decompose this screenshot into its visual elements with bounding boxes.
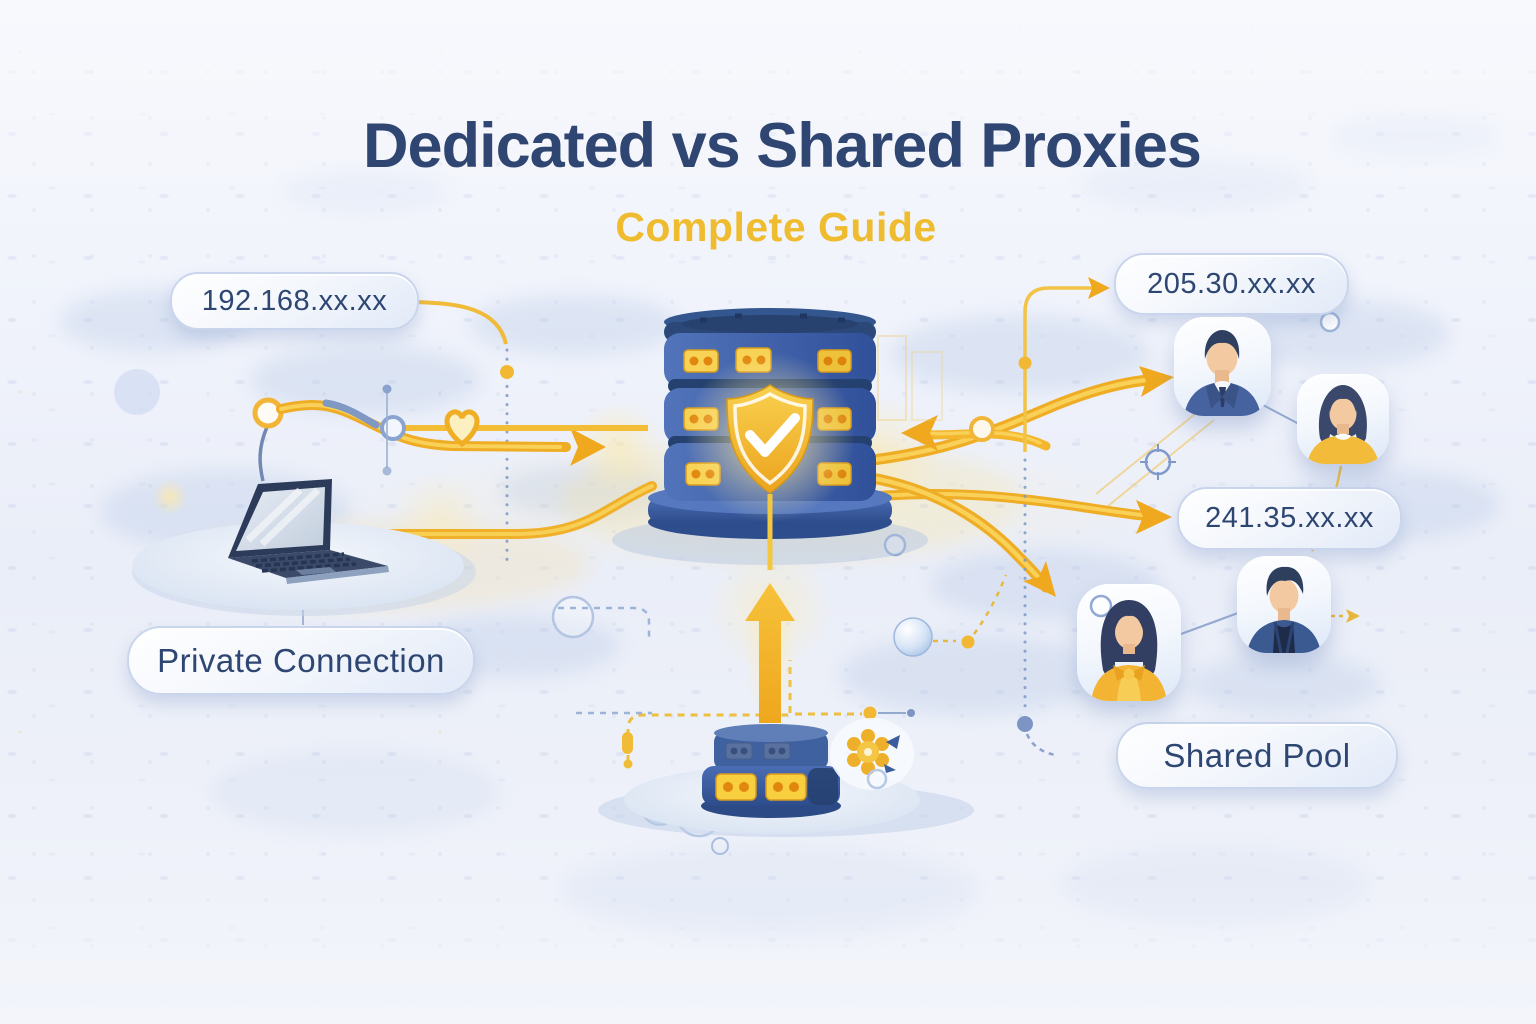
arrow-to-user-1 — [850, 366, 1174, 468]
page-title: Dedicated vs Shared Proxies — [363, 111, 1202, 181]
arrow-to-user-2 — [866, 472, 1056, 597]
arrow-to-ip-205 — [1018, 277, 1110, 452]
private-connection-label: Private Connection — [127, 626, 475, 695]
backup-server-icon — [598, 724, 974, 837]
dashed-connectors-right — [877, 335, 1057, 757]
laptop-connector — [252, 397, 284, 482]
private-connection-text: Private Connection — [157, 641, 445, 679]
shared-pool-label: Shared Pool — [1116, 722, 1398, 789]
crosshair-decoration — [1095, 409, 1215, 507]
arrow-private-out — [276, 399, 606, 466]
arrow-backup-to-server — [744, 494, 796, 728]
arrow-to-ip-241 — [863, 489, 1172, 534]
shared-ip-label-top: 205.30.xx.xx — [1114, 253, 1349, 315]
user-avatar-female-icon — [1297, 374, 1389, 464]
dedicated-ip-connector — [412, 300, 514, 568]
user-avatar-male-icon — [1237, 556, 1331, 653]
dedicated-ip-text: 192.168.xx.xx — [201, 284, 388, 317]
arrow-return-in — [901, 415, 1051, 451]
shared-ip-top-text: 205.30.xx.xx — [1147, 267, 1316, 300]
shared-ip-bottom-text: 241.35.xx.xx — [1205, 502, 1374, 534]
user-avatar-female-icon — [1077, 584, 1181, 701]
shared-pool-text: Shared Pool — [1163, 736, 1351, 774]
shield-check-icon — [685, 352, 855, 522]
page-subtitle: Complete Guide — [615, 204, 937, 250]
laptop-icon — [132, 479, 476, 616]
gear-icon — [830, 718, 914, 790]
user-avatar-male-icon — [1174, 317, 1271, 416]
shared-ip-label-bottom: 241.35.xx.xx — [1177, 487, 1402, 550]
dedicated-ip-label: 192.168.xx.xx — [170, 272, 419, 330]
bottom-link-line — [342, 481, 657, 539]
